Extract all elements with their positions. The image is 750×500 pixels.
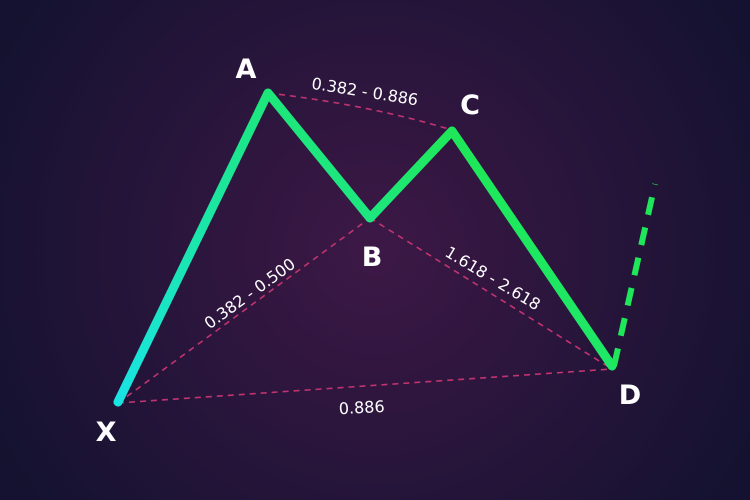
guide-xd — [117, 368, 613, 404]
point-label-c: C — [460, 90, 480, 121]
guide-xb — [117, 217, 371, 404]
point-label-a: A — [236, 54, 257, 85]
guide-bd — [369, 217, 613, 370]
guide-ac — [267, 92, 453, 131]
point-label-d: D — [619, 380, 641, 411]
ratio-label-xd: 0.886 — [338, 397, 385, 418]
point-label-x: X — [96, 417, 117, 448]
projection-line — [611, 183, 658, 367]
point-label-b: B — [362, 242, 383, 273]
pattern-line — [113, 88, 617, 407]
